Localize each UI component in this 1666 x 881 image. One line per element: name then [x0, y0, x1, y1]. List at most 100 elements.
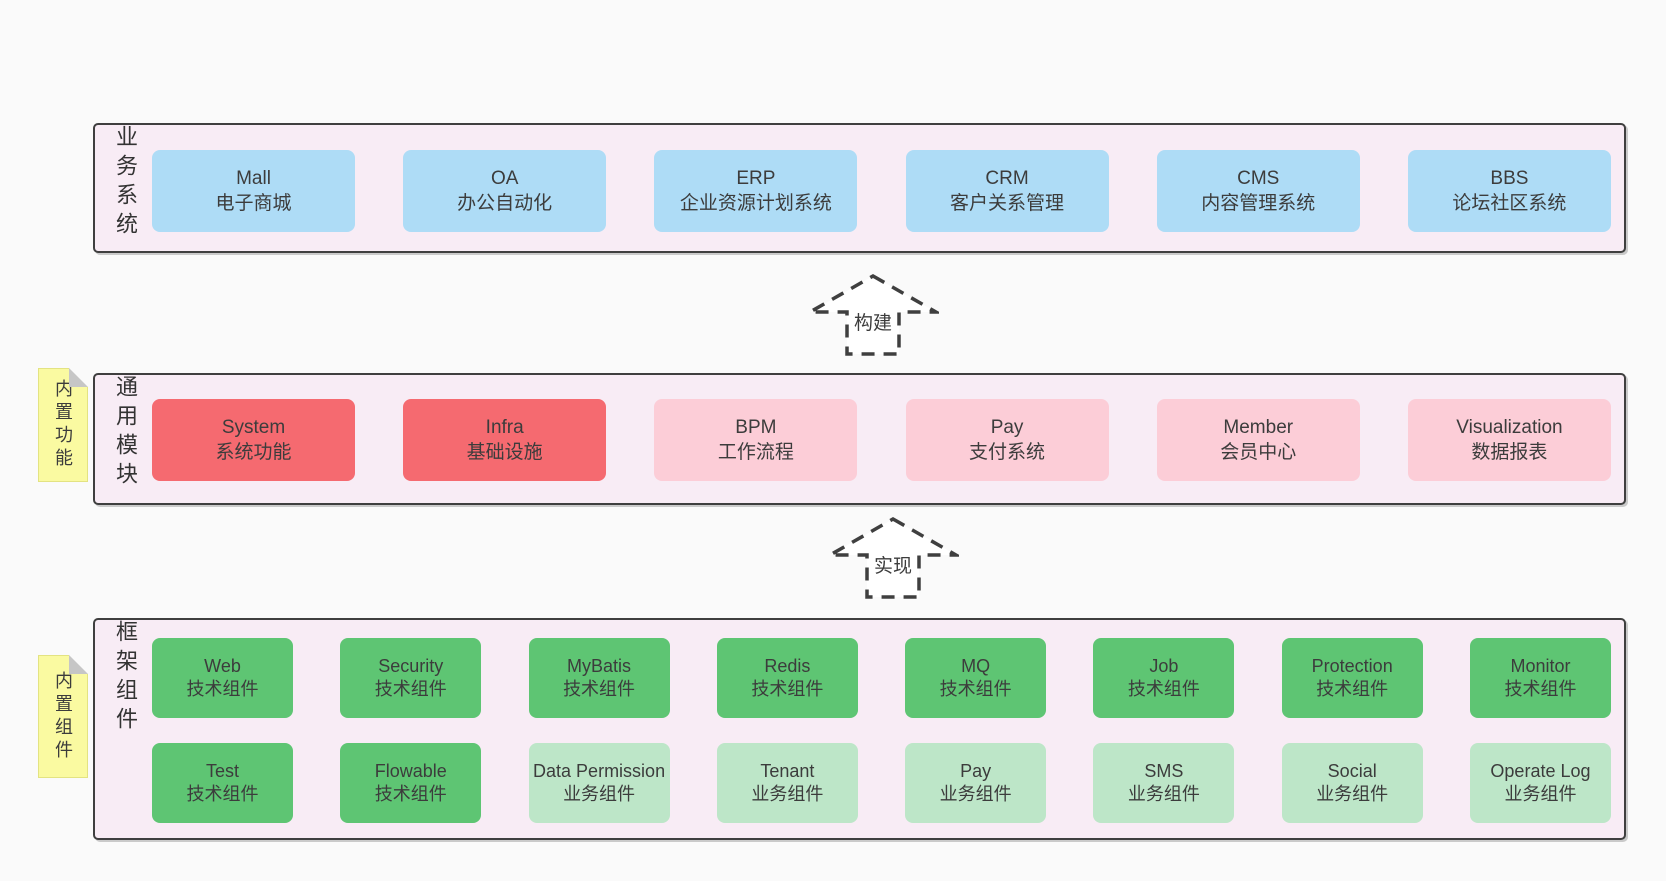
- box-mybatis-name: MyBatis: [567, 655, 632, 676]
- framework-components-side-label: 框架组件: [113, 620, 138, 736]
- box-sms-name: SMS: [1144, 760, 1184, 781]
- up-arrow-icon: 实现: [827, 516, 959, 599]
- box-data-permission-desc: 业务组件: [563, 784, 636, 804]
- box-social-desc: 业务组件: [1316, 784, 1389, 804]
- box-sms-desc: 业务组件: [1127, 784, 1200, 804]
- box-pay-component: Pay 业务组件: [905, 743, 1047, 823]
- box-infra: Infra 基础设施: [403, 399, 607, 481]
- box-mq-name: MQ: [961, 655, 991, 676]
- framework-components-row-2: Test 技术组件 Flowable 技术组件 Data Permission …: [152, 743, 1611, 823]
- box-pay-module: Pay 支付系统: [905, 399, 1109, 481]
- box-erp-name: ERP: [736, 167, 776, 189]
- up-arrow-icon: 构建: [807, 273, 939, 356]
- box-tenant-name: Tenant: [760, 760, 815, 781]
- box-crm: CRM 客户关系管理: [905, 150, 1109, 232]
- box-operate-log-desc: 业务组件: [1504, 784, 1577, 804]
- box-visualization-name: Visualization: [1456, 416, 1563, 438]
- box-mybatis: MyBatis 技术组件: [528, 638, 670, 718]
- box-bpm: BPM 工作流程: [654, 399, 858, 481]
- box-tenant: Tenant 业务组件: [716, 743, 858, 823]
- box-bbs-name: BBS: [1490, 167, 1529, 189]
- box-system-name: System: [221, 416, 286, 438]
- box-flowable-name: Flowable: [374, 760, 447, 781]
- box-redis: Redis 技术组件: [716, 638, 858, 718]
- built-in-components-note: 内置组件: [38, 655, 88, 778]
- business-systems-side-label: 业务系统: [113, 125, 138, 241]
- box-redis-name: Redis: [764, 655, 811, 676]
- common-modules-row: System 系统功能 Infra 基础设施 BPM 工作流程 Pay 支付系统…: [152, 399, 1611, 481]
- box-oa-name: OA: [490, 167, 519, 189]
- box-tenant-desc: 业务组件: [751, 784, 824, 804]
- box-security: Security 技术组件: [340, 638, 482, 718]
- box-social-name: Social: [1327, 760, 1377, 781]
- box-data-permission-name: Data Permission: [533, 760, 666, 781]
- box-operate-log: Operate Log 业务组件: [1469, 743, 1611, 823]
- box-operate-log-name: Operate Log: [1490, 760, 1591, 781]
- box-flowable-desc: 技术组件: [374, 784, 447, 804]
- box-mall: Mall 电子商城: [152, 150, 355, 232]
- box-bpm-name: BPM: [735, 416, 777, 438]
- box-infra-desc: 基础设施: [466, 442, 543, 463]
- box-crm-name: CRM: [985, 167, 1029, 189]
- box-mybatis-desc: 技术组件: [563, 679, 636, 699]
- box-pay-module-name: Pay: [990, 416, 1024, 438]
- build-arrow-label: 构建: [854, 312, 892, 334]
- common-modules-panel: 通用模块 System 系统功能 Infra 基础设施 BPM 工作流程 Pay…: [93, 373, 1626, 505]
- box-test-desc: 技术组件: [186, 784, 259, 804]
- box-security-name: Security: [378, 655, 444, 676]
- box-pay-component-desc: 业务组件: [939, 784, 1012, 804]
- box-mall-desc: 电子商城: [215, 193, 292, 214]
- business-systems-panel: 业务系统 Mall 电子商城 OA 办公自动化 ERP 企业资源计划系统 CRM…: [93, 123, 1626, 253]
- box-bbs-desc: 论坛社区系统: [1452, 193, 1567, 214]
- box-social: Social 业务组件: [1281, 743, 1423, 823]
- box-pay-module-desc: 支付系统: [969, 442, 1046, 463]
- box-monitor-name: Monitor: [1510, 655, 1571, 676]
- box-protection-desc: 技术组件: [1316, 679, 1389, 699]
- box-job-name: Job: [1149, 655, 1179, 676]
- implement-arrow: 实现: [827, 516, 959, 600]
- box-test-name: Test: [205, 760, 239, 781]
- box-erp-desc: 企业资源计划系统: [679, 193, 832, 214]
- box-pay-component-name: Pay: [960, 760, 992, 781]
- box-mq-desc: 技术组件: [939, 679, 1012, 699]
- box-protection-name: Protection: [1311, 655, 1393, 676]
- build-arrow: 构建: [807, 273, 939, 357]
- box-protection: Protection 技术组件: [1281, 638, 1423, 718]
- box-member-desc: 会员中心: [1220, 442, 1297, 463]
- box-web: Web 技术组件: [152, 638, 293, 718]
- box-system: System 系统功能: [152, 399, 355, 481]
- box-bbs: BBS 论坛社区系统: [1407, 150, 1611, 232]
- box-crm-desc: 客户关系管理: [950, 193, 1065, 214]
- framework-components-row-1: Web 技术组件 Security 技术组件 MyBatis 技术组件 Redi…: [152, 638, 1611, 718]
- framework-components-panel: 框架组件 Web 技术组件 Security 技术组件 MyBatis 技术组件…: [93, 618, 1626, 840]
- box-monitor: Monitor 技术组件: [1469, 638, 1611, 718]
- box-oa: OA 办公自动化: [403, 150, 607, 232]
- box-job: Job 技术组件: [1093, 638, 1235, 718]
- box-security-desc: 技术组件: [374, 679, 447, 699]
- box-flowable: Flowable 技术组件: [340, 743, 482, 823]
- box-redis-desc: 技术组件: [751, 679, 824, 699]
- box-system-desc: 系统功能: [215, 442, 292, 463]
- box-data-permission: Data Permission 业务组件: [528, 743, 670, 823]
- box-visualization: Visualization 数据报表: [1407, 399, 1611, 481]
- common-modules-side-label: 通用模块: [113, 375, 138, 491]
- box-web-name: Web: [204, 655, 241, 676]
- box-visualization-desc: 数据报表: [1471, 442, 1548, 463]
- box-oa-desc: 办公自动化: [457, 193, 553, 214]
- box-mall-name: Mall: [236, 167, 271, 189]
- box-member: Member 会员中心: [1156, 399, 1360, 481]
- business-systems-row: Mall 电子商城 OA 办公自动化 ERP 企业资源计划系统 CRM 客户关系…: [152, 150, 1611, 232]
- box-web-desc: 技术组件: [186, 679, 259, 699]
- box-member-name: Member: [1223, 416, 1294, 438]
- box-cms-desc: 内容管理系统: [1201, 193, 1316, 214]
- built-in-features-note: 内置功能: [38, 368, 88, 482]
- box-cms-name: CMS: [1237, 167, 1280, 189]
- box-mq: MQ 技术组件: [905, 638, 1047, 718]
- box-bpm-desc: 工作流程: [717, 442, 794, 463]
- box-sms: SMS 业务组件: [1093, 743, 1235, 823]
- box-monitor-desc: 技术组件: [1504, 679, 1577, 699]
- implement-arrow-label: 实现: [874, 555, 912, 577]
- box-cms: CMS 内容管理系统: [1156, 150, 1360, 232]
- box-infra-name: Infra: [485, 416, 524, 438]
